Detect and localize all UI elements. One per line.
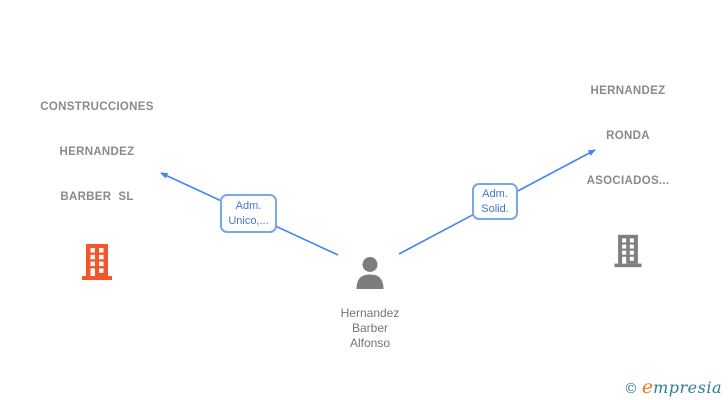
building-icon (17, 242, 177, 287)
company-name: CONSTRUCCIONES HERNANDEZ BARBER SL (17, 70, 177, 235)
edge-label-adm-solid[interactable]: Adm. Solid. (472, 183, 518, 220)
company-name-line: HERNANDEZ (590, 85, 666, 97)
company-name-line: CONSTRUCCIONES (40, 101, 154, 113)
brand-initial: e (641, 376, 654, 398)
person-icon (320, 254, 420, 297)
company-name-line: RONDA (606, 130, 650, 142)
person-name-line: Barber (351, 321, 389, 335)
company-name-line: BARBER SL (60, 191, 134, 203)
edge-label-line: Solid. (481, 202, 509, 215)
company-name-line: ASOCIADOS... (586, 175, 670, 187)
person-name: Hernandez Barber Alfonso (320, 306, 420, 351)
building-icon (558, 233, 698, 274)
edge-label-line: Adm. (235, 199, 262, 212)
edge-label-line: Unico,... (228, 214, 269, 227)
brand-name: mpresia (653, 378, 722, 397)
person-node-hernandez-barber-alfonso[interactable]: Hernandez Barber Alfonso (320, 254, 420, 351)
empresia-watermark: ©empresia (624, 376, 722, 398)
edge-label-line: Adm. (482, 187, 508, 200)
person-name-line: Alfonso (349, 336, 391, 350)
company-name: HERNANDEZ RONDA ASOCIADOS... (558, 54, 698, 219)
company-node-hernandez-ronda-asociados[interactable]: HERNANDEZ RONDA ASOCIADOS... (558, 54, 698, 274)
company-node-construcciones-hernandez-barber[interactable]: CONSTRUCCIONES HERNANDEZ BARBER SL (17, 70, 177, 287)
company-name-line: HERNANDEZ (59, 146, 135, 158)
copyright-icon: © (623, 381, 638, 397)
person-name-line: Hernandez (340, 306, 400, 320)
edge-label-adm-unico[interactable]: Adm. Unico,... (220, 194, 277, 233)
